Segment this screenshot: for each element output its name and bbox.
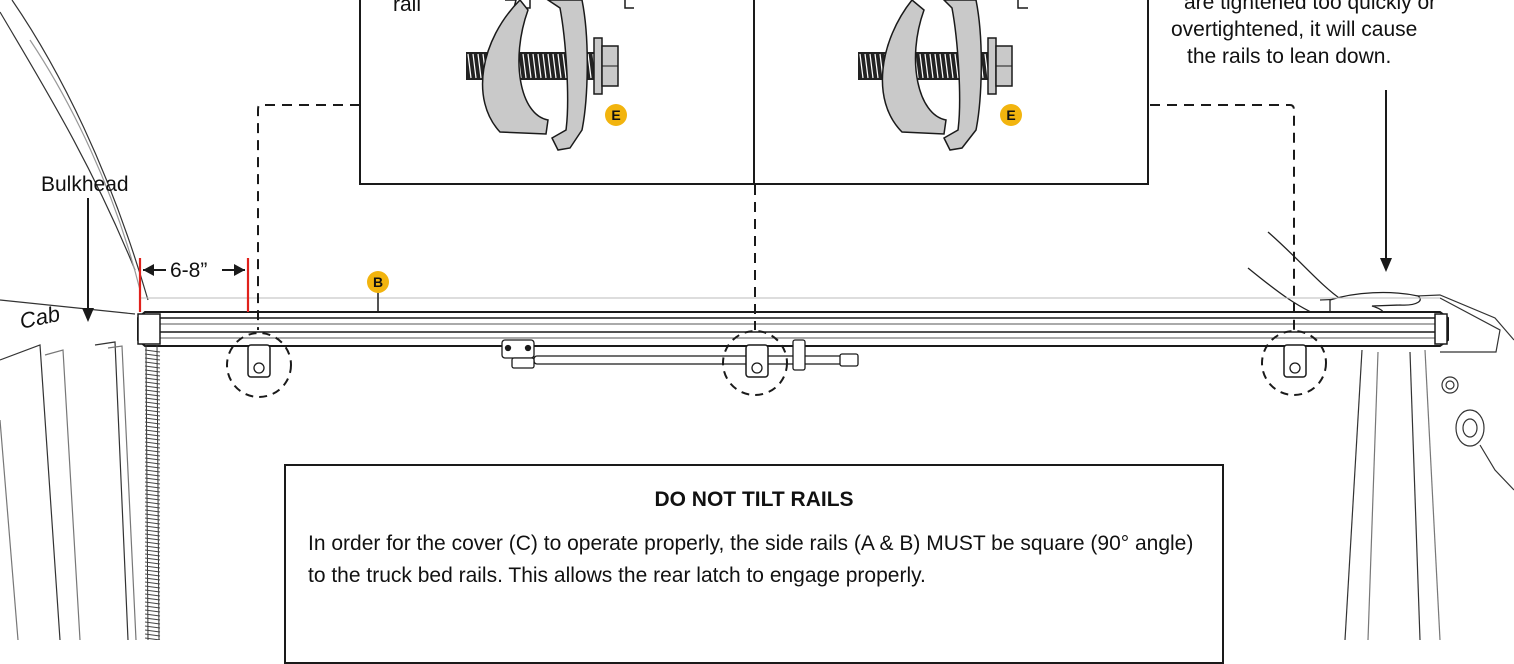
- side-rail: [137, 292, 1449, 347]
- dimension-marker: [138, 258, 250, 312]
- rail-clamp-left: [226, 332, 292, 398]
- note-line-3: the rails to lean down.: [1187, 45, 1392, 68]
- part-e-badge-left: E: [605, 104, 627, 126]
- dimension-label: 6-8”: [170, 259, 208, 282]
- truck-cab: [0, 0, 149, 640]
- rail-clamp-center: [722, 330, 788, 396]
- clamp-illustration-left: [466, 0, 634, 151]
- warning-panel: DO NOT TILT RAILS In order for the cover…: [284, 464, 1224, 664]
- drain-tube-ridges: [144, 349, 161, 640]
- latch-rod: [501, 339, 859, 371]
- part-b-badge: B: [367, 271, 389, 293]
- truck-tailgate: [1319, 294, 1514, 640]
- clamp-detail-panel: [359, 0, 1149, 185]
- detail-leader-lines: [257, 104, 1295, 330]
- part-e-badge-right: E: [1000, 104, 1022, 126]
- clamp-illustration-right: [858, 0, 1028, 151]
- rail-clamp-right: [1261, 330, 1327, 396]
- note-line-2: overtightened, it will cause: [1171, 18, 1418, 41]
- note-line-1: are tightened too quickly or: [1184, 0, 1437, 14]
- rail-label: rail: [393, 0, 422, 16]
- bulkhead-arrow: [82, 198, 94, 322]
- warning-body: In order for the cover (C) to operate pr…: [308, 532, 1194, 587]
- warning-title: DO NOT TILT RAILS: [654, 488, 854, 511]
- note-arrow: [1380, 90, 1392, 272]
- bulkhead-label: Bulkhead: [41, 173, 129, 196]
